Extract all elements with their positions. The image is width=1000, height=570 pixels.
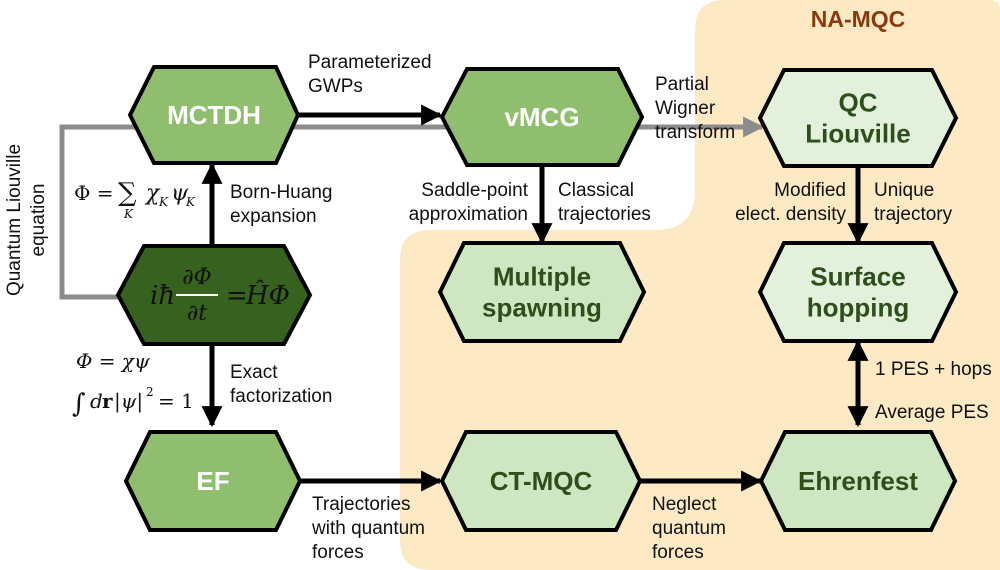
ehrenfest-node [758, 430, 958, 532]
quantum-liouville-line-2: equation [28, 184, 49, 257]
multiple-spawning-node [437, 241, 647, 343]
bh-lhs: Φ = [74, 181, 114, 205]
mctdh-node [127, 65, 301, 165]
neglect-quantum-forces-label-line-3: forces [652, 542, 704, 563]
modified-density-label: Modified elect. density [735, 180, 846, 225]
bh-psi-sub: K [185, 195, 196, 209]
modified-density-label-line-2: elect. density [735, 204, 846, 225]
exact-factorization-label: Exact factorization [230, 362, 332, 407]
mctdh-label: MCTDH [167, 100, 261, 130]
neglect-quantum-forces-label: Neglect quantum forces [652, 494, 726, 563]
surface-hopping-node [757, 241, 959, 343]
ef-eq: Φ = χψ [76, 349, 150, 373]
partial-wigner-label-line-2: Wigner [655, 98, 716, 119]
ef-node [123, 430, 303, 532]
vmcg-node [439, 67, 645, 167]
saddle-point-label-line-2: approximation [409, 204, 528, 225]
surface-hopping-label-line-1: Surface [810, 262, 905, 292]
classical-trajectories-label-line-1: Classical [558, 180, 634, 201]
trajectories-quantum-forces-label-line-1: Trajectories [312, 494, 411, 515]
born-huang-label-line-2: expansion [230, 206, 317, 227]
mctdh-label-line-1: MCTDH [167, 100, 261, 130]
tdse-dt: ∂t [187, 301, 207, 326]
quantum-liouville-line-1: Quantum Liouville [4, 144, 25, 296]
trajectories-quantum-forces-label: Trajectories with quantum forces [311, 494, 425, 563]
born-huang-label-line-1: Born-Huang [230, 182, 332, 203]
ef-label-line-1: EF [196, 466, 229, 496]
neglect-quantum-forces-label-line-2: quantum [652, 518, 726, 539]
norm-exp: 2 [146, 385, 154, 399]
ct-mqc-label-line-1: CT-MQC [490, 466, 593, 496]
norm-rhs: = 1 [158, 389, 194, 413]
partial-wigner-label-line-1: Partial [655, 74, 709, 95]
partial-wigner-label-line-3: transform [655, 122, 735, 143]
qc-liouville-label-line-1: QC [839, 88, 878, 118]
born-huang-label: Born-Huang expansion [230, 182, 332, 227]
qc-liouville-label-line-2: Liouville [805, 119, 910, 149]
quantum-liouville-line [59, 116, 765, 300]
classical-trajectories-label-line-2: trajectories [558, 204, 651, 225]
exact-factorization-label-line-1: Exact [230, 362, 278, 383]
bh-psi: ψ [171, 181, 189, 206]
one-pes-hops-label: 1 PES + hops [875, 359, 992, 380]
saddle-point-label: Saddle-point approximation [409, 180, 529, 225]
tdse-rhs: ĤΦ [245, 279, 290, 311]
tdse-dphi: ∂Φ [182, 265, 211, 290]
average-pes-label-line-1: Average PES [875, 402, 989, 423]
ef-label: EF [196, 466, 229, 496]
classical-trajectories-label: Classical trajectories [558, 180, 651, 225]
bh-index: K [123, 207, 134, 221]
born-huang-formula: Φ = ∑ K χ K ψ K [74, 178, 196, 221]
unique-trajectory-label-line-1: Unique [874, 180, 934, 201]
unique-trajectory-label: Unique trajectory [874, 180, 953, 225]
parameterized-gwps-label-line-1: Parameterized [308, 52, 432, 73]
vmcg-label-line-1: vMCG [504, 102, 579, 132]
ehrenfest-label: Ehrenfest [798, 466, 918, 496]
bh-sum: ∑ [118, 178, 137, 208]
exact-factorization-formula: Φ = χψ ∫ d r |ψ| 2 = 1 [72, 349, 194, 419]
norm-r: r [102, 389, 113, 413]
neglect-quantum-forces-label-line-1: Neglect [652, 494, 717, 515]
norm-abs: |ψ| [114, 389, 143, 414]
unique-trajectory-label-line-2: trajectory [874, 204, 953, 225]
multiple-spawning-label-line-2: spawning [482, 293, 602, 323]
ct-mqc-node [439, 430, 643, 532]
tdse-equation: iħ ∂Φ ∂t = ĤΦ [150, 265, 290, 326]
bh-chi: χ [144, 181, 161, 206]
trajectories-quantum-forces-label-line-2: with quantum [311, 518, 425, 539]
one-pes-hops-label-line-1: 1 PES + hops [875, 359, 992, 380]
vmcg-label: vMCG [504, 102, 579, 132]
tdse-ihbar: iħ [150, 281, 175, 311]
modified-density-label-line-1: Modified [774, 180, 846, 201]
exact-factorization-label-line-2: factorization [230, 386, 332, 407]
qc-liouville-node [757, 68, 959, 168]
ehrenfest-label-line-1: Ehrenfest [798, 466, 918, 496]
norm-int: ∫ [72, 389, 86, 419]
surface-hopping-label-line-2: hopping [807, 293, 910, 323]
na-mqc-title: NA-MQC [811, 6, 906, 32]
parameterized-gwps-label-line-2: GWPs [308, 76, 363, 97]
average-pes-label: Average PES [875, 402, 989, 423]
norm-d: d [90, 389, 103, 413]
trajectories-quantum-forces-label-line-3: forces [312, 542, 364, 563]
bh-chi-sub: K [158, 195, 169, 209]
saddle-point-label-line-1: Saddle-point [421, 180, 528, 201]
tdse-equals: = [226, 281, 248, 311]
ct-mqc-label: CT-MQC [490, 466, 593, 496]
multiple-spawning-label-line-1: Multiple [493, 262, 591, 292]
